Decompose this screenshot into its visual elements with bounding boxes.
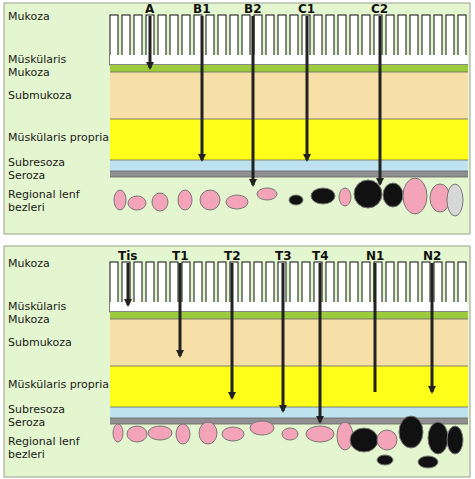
- muscularis-mucosa-band: [110, 312, 468, 319]
- layer-name: Müskülaris propria: [8, 131, 109, 144]
- lymph-node: [339, 188, 351, 206]
- lymph-node: [428, 422, 448, 454]
- layer-border: [110, 171, 468, 172]
- invasion-arrow: [149, 16, 152, 68]
- invasion-arrow: [201, 16, 204, 160]
- layer-name: Subresoza: [8, 403, 65, 416]
- stage-label: T4: [312, 250, 329, 263]
- lymph-node: [250, 421, 274, 435]
- layer-border: [110, 407, 468, 408]
- stage-label: T3: [275, 250, 292, 263]
- stage-label: A: [145, 3, 154, 16]
- lymph-node: [383, 183, 403, 207]
- stage-label: T2: [224, 250, 241, 263]
- serosa-band: [110, 171, 468, 177]
- layer-border: [110, 366, 468, 367]
- lymph-node: [257, 188, 277, 200]
- lymph-node: [148, 426, 172, 440]
- stage-label: C2: [371, 3, 388, 16]
- layer-name: Mukoza: [8, 10, 50, 23]
- submucosa-band: [110, 319, 468, 366]
- muscularis-propria-band: [110, 119, 468, 160]
- stage-label: N2: [423, 250, 441, 263]
- invasion-arrow: [127, 263, 130, 305]
- lymph-node: [176, 424, 190, 444]
- invasion-arrow: [306, 16, 309, 160]
- layer-border: [110, 319, 468, 320]
- lymph-node: [447, 426, 463, 454]
- lymph-node: [377, 455, 393, 465]
- layer-name: Submukoza: [8, 89, 72, 102]
- layer-border: [110, 72, 468, 73]
- lymph-node: [447, 184, 463, 216]
- mucosa-base: [110, 55, 468, 65]
- lymph-node: [226, 195, 248, 209]
- mucosa-base: [110, 302, 468, 312]
- invasion-arrow: [252, 16, 255, 185]
- layer-name: Subresoza: [8, 156, 65, 169]
- lymph-node: [128, 196, 146, 210]
- stage-label: C1: [298, 3, 315, 16]
- lymph-node: [200, 190, 220, 210]
- lymph-node: [377, 430, 397, 450]
- submucosa-band: [110, 72, 468, 119]
- stage-label: B1: [193, 3, 211, 16]
- lymph-node: [282, 428, 298, 440]
- invasion-arrow: [179, 263, 182, 356]
- layer-border: [110, 177, 468, 178]
- stage-label: Tis: [118, 250, 137, 263]
- invasion-arrow: [231, 263, 234, 398]
- lymph-node: [418, 456, 438, 468]
- lymph-node: [306, 426, 334, 442]
- layer-name: Mukoza: [8, 257, 50, 270]
- layer-name: Regional lenf bezleri: [8, 435, 80, 461]
- layer-name: Müskülaris Mukoza: [8, 53, 88, 79]
- lymph-node: [350, 428, 378, 452]
- stage-label: T1: [172, 250, 189, 263]
- lymph-node: [354, 180, 382, 208]
- lymph-node: [289, 195, 303, 205]
- muscularis-mucosa-band: [110, 65, 468, 72]
- lymph-node: [178, 190, 192, 210]
- layer-name: Submukoza: [8, 336, 72, 349]
- lymph-node: [127, 426, 147, 442]
- muscularis-propria-band: [110, 366, 468, 407]
- subserosa-band: [110, 160, 468, 171]
- stage-label: B2: [244, 3, 262, 16]
- invasion-arrow: [431, 263, 434, 392]
- lymph-node: [311, 188, 335, 204]
- layer-name: Seroza: [8, 416, 45, 429]
- lymph-node: [199, 422, 217, 444]
- lymph-node: [113, 424, 123, 442]
- invasion-arrow: [282, 263, 285, 411]
- panel-background: [4, 246, 470, 477]
- invasion-line: [374, 263, 377, 392]
- panel-background: [4, 3, 470, 234]
- layer-border: [110, 119, 468, 120]
- lymph-node: [152, 193, 168, 211]
- layer-name: Müskülaris propria: [8, 378, 109, 391]
- layer-border: [110, 160, 468, 161]
- lymph-node: [403, 178, 427, 214]
- layer-name: Müskülaris Mukoza: [8, 300, 88, 326]
- lymph-node: [399, 416, 423, 448]
- lymph-node: [114, 190, 126, 210]
- stage-label: N1: [366, 250, 384, 263]
- invasion-arrow: [379, 16, 382, 184]
- layer-name: Regional lenf bezleri: [8, 188, 80, 214]
- invasion-arrow: [319, 263, 322, 422]
- layer-name: Seroza: [8, 169, 45, 182]
- lymph-node: [222, 427, 244, 441]
